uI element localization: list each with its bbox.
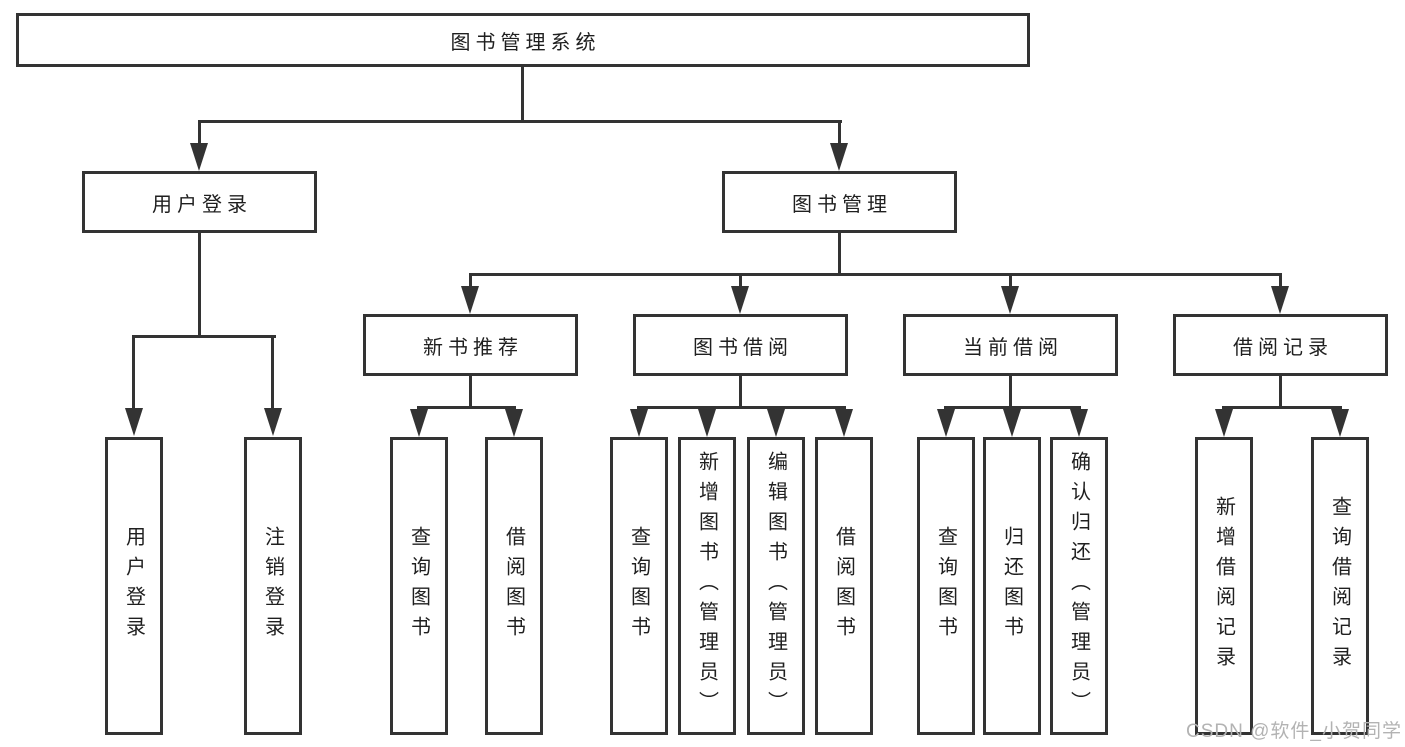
node-library-management-system: 图书管理系统 — [16, 13, 1030, 67]
leaf-user-login: 用户登录 — [105, 437, 163, 735]
leaf-query-borrow-record: 查询借阅记录 — [1311, 437, 1369, 735]
connector-records-drop — [1279, 376, 1282, 409]
leaf-return-books: 归还图书 — [983, 437, 1041, 735]
node-book-borrowing: 图书借阅 — [633, 314, 848, 376]
arrowhead-icon — [1003, 409, 1021, 437]
leaf-query-books-current: 查询图书 — [917, 437, 975, 735]
arrowhead-icon — [1331, 409, 1349, 437]
connector-stem — [132, 335, 135, 413]
arrowhead-icon — [1070, 409, 1088, 437]
node-user-login: 用户登录 — [82, 171, 317, 233]
arrowhead-icon — [767, 409, 785, 437]
node-new-book-recommendation: 新书推荐 — [363, 314, 578, 376]
connector-recommend-rail — [417, 406, 516, 409]
leaf-query-books-recommend: 查询图书 — [390, 437, 448, 735]
connector-stem — [838, 120, 841, 152]
arrowhead-icon — [698, 409, 716, 437]
arrowhead-icon — [835, 409, 853, 437]
leaf-add-books-admin: 新增图书（管理员） — [678, 437, 736, 735]
leaf-logout-login: 注销登录 — [244, 437, 302, 735]
leaf-confirm-return-admin: 确认归还（管理员） — [1050, 437, 1108, 735]
arrowhead-icon — [264, 408, 282, 436]
leaf-add-borrow-record: 新增借阅记录 — [1195, 437, 1253, 735]
connector-stem — [1279, 273, 1282, 295]
leaf-query-books-borrowing: 查询图书 — [610, 437, 668, 735]
arrowhead-icon — [830, 143, 848, 171]
node-book-management: 图书管理 — [722, 171, 957, 233]
connector-records-rail — [1222, 406, 1342, 409]
leaf-edit-books-admin: 编辑图书（管理员） — [747, 437, 805, 735]
connector-user-login-rail — [132, 335, 276, 338]
connector-stem — [739, 273, 742, 295]
node-current-borrowing: 当前借阅 — [903, 314, 1118, 376]
arrowhead-icon — [1215, 409, 1233, 437]
connector-stem — [271, 335, 274, 413]
leaf-borrow-books-recommend: 借阅图书 — [485, 437, 543, 735]
arrowhead-icon — [1271, 286, 1289, 314]
connector-book-mgmt-drop — [838, 233, 841, 276]
connector-current-drop — [1009, 376, 1012, 409]
leaf-borrow-books-borrowing: 借阅图书 — [815, 437, 873, 735]
connector-stem — [198, 120, 201, 152]
connector-borrowing-drop — [739, 376, 742, 409]
watermark: CSDN @软件_小贺同学 — [1186, 721, 1402, 742]
connector-book-mgmt-rail — [469, 273, 1282, 276]
arrowhead-icon — [190, 143, 208, 171]
node-borrowing-records: 借阅记录 — [1173, 314, 1388, 376]
arrowhead-icon — [505, 409, 523, 437]
arrowhead-icon — [125, 408, 143, 436]
arrowhead-icon — [731, 286, 749, 314]
arrowhead-icon — [461, 286, 479, 314]
connector-stem — [1009, 273, 1012, 295]
arrowhead-icon — [1001, 286, 1019, 314]
connector-recommend-drop — [469, 376, 472, 409]
connector-root-rail — [198, 120, 842, 123]
connector-borrowing-rail — [637, 406, 846, 409]
connector-stem — [469, 273, 472, 295]
arrowhead-icon — [630, 409, 648, 437]
arrowhead-icon — [410, 409, 428, 437]
connector-root-drop — [521, 67, 524, 123]
connector-user-login-drop — [198, 233, 201, 338]
arrowhead-icon — [937, 409, 955, 437]
